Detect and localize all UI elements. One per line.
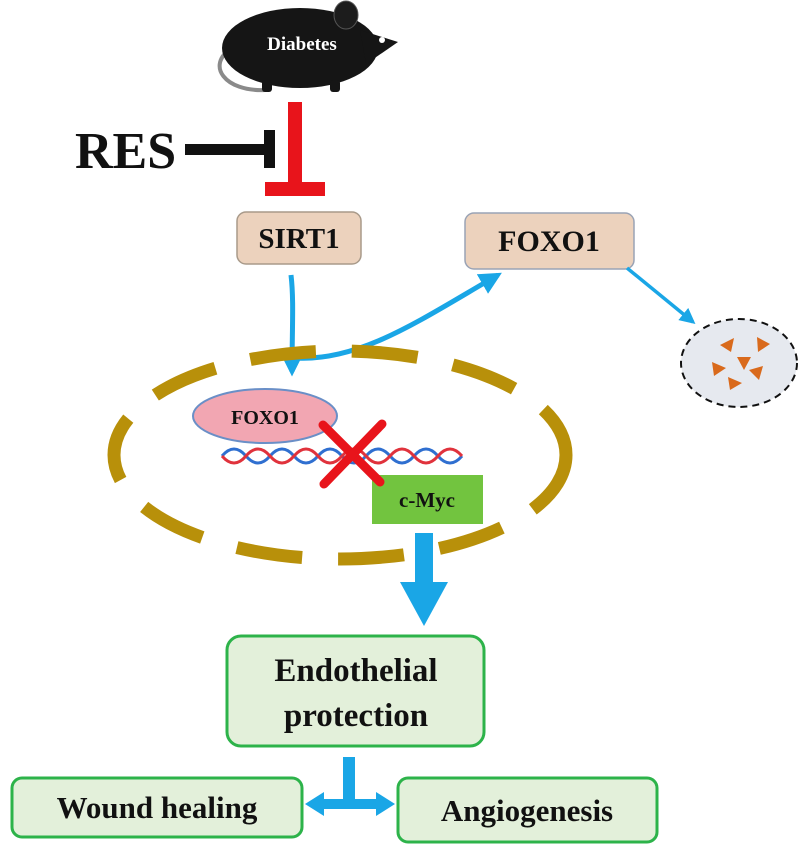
foxo1-nuclear-ellipse — [192, 388, 338, 444]
split-arrow — [305, 757, 395, 816]
foxo1-cytoplasm-label: FOXO1 — [498, 225, 600, 258]
mouse-icon — [217, 0, 398, 93]
cmyc-box — [372, 475, 483, 524]
cmyc-label: c-Myc — [399, 488, 455, 512]
res-label: RES — [75, 123, 176, 180]
cmyc-to-endothelial-arrow — [400, 533, 448, 626]
degradation-particles-icon — [680, 318, 798, 408]
angiogenesis-label: Angiogenesis — [441, 793, 613, 828]
foxo1-nuclear-label: FOXO1 — [231, 407, 299, 429]
diabetes-inhibition-arrow — [265, 102, 325, 196]
foxo1-export-arrow — [294, 272, 502, 361]
foxo1-cytoplasm-box — [464, 212, 635, 270]
res-inhibition-bar — [185, 130, 275, 168]
sirt1-box — [236, 211, 362, 265]
diabetes-label: Diabetes — [267, 34, 337, 55]
endothelial-label-line1: Endothelial — [274, 653, 437, 689]
nucleus-membrane — [107, 344, 573, 566]
endothelial-protection-box — [225, 634, 486, 748]
sirt1-label: SIRT1 — [258, 223, 339, 255]
endothelial-label-line2: protection — [284, 698, 428, 734]
angiogenesis-box — [396, 776, 659, 844]
dna-helix-icon — [220, 447, 464, 465]
x-mark-icon — [318, 419, 387, 489]
foxo1-degradation-arrow — [625, 266, 696, 324]
wound-healing-label: Wound healing — [57, 790, 258, 825]
wound-healing-box — [10, 776, 304, 839]
